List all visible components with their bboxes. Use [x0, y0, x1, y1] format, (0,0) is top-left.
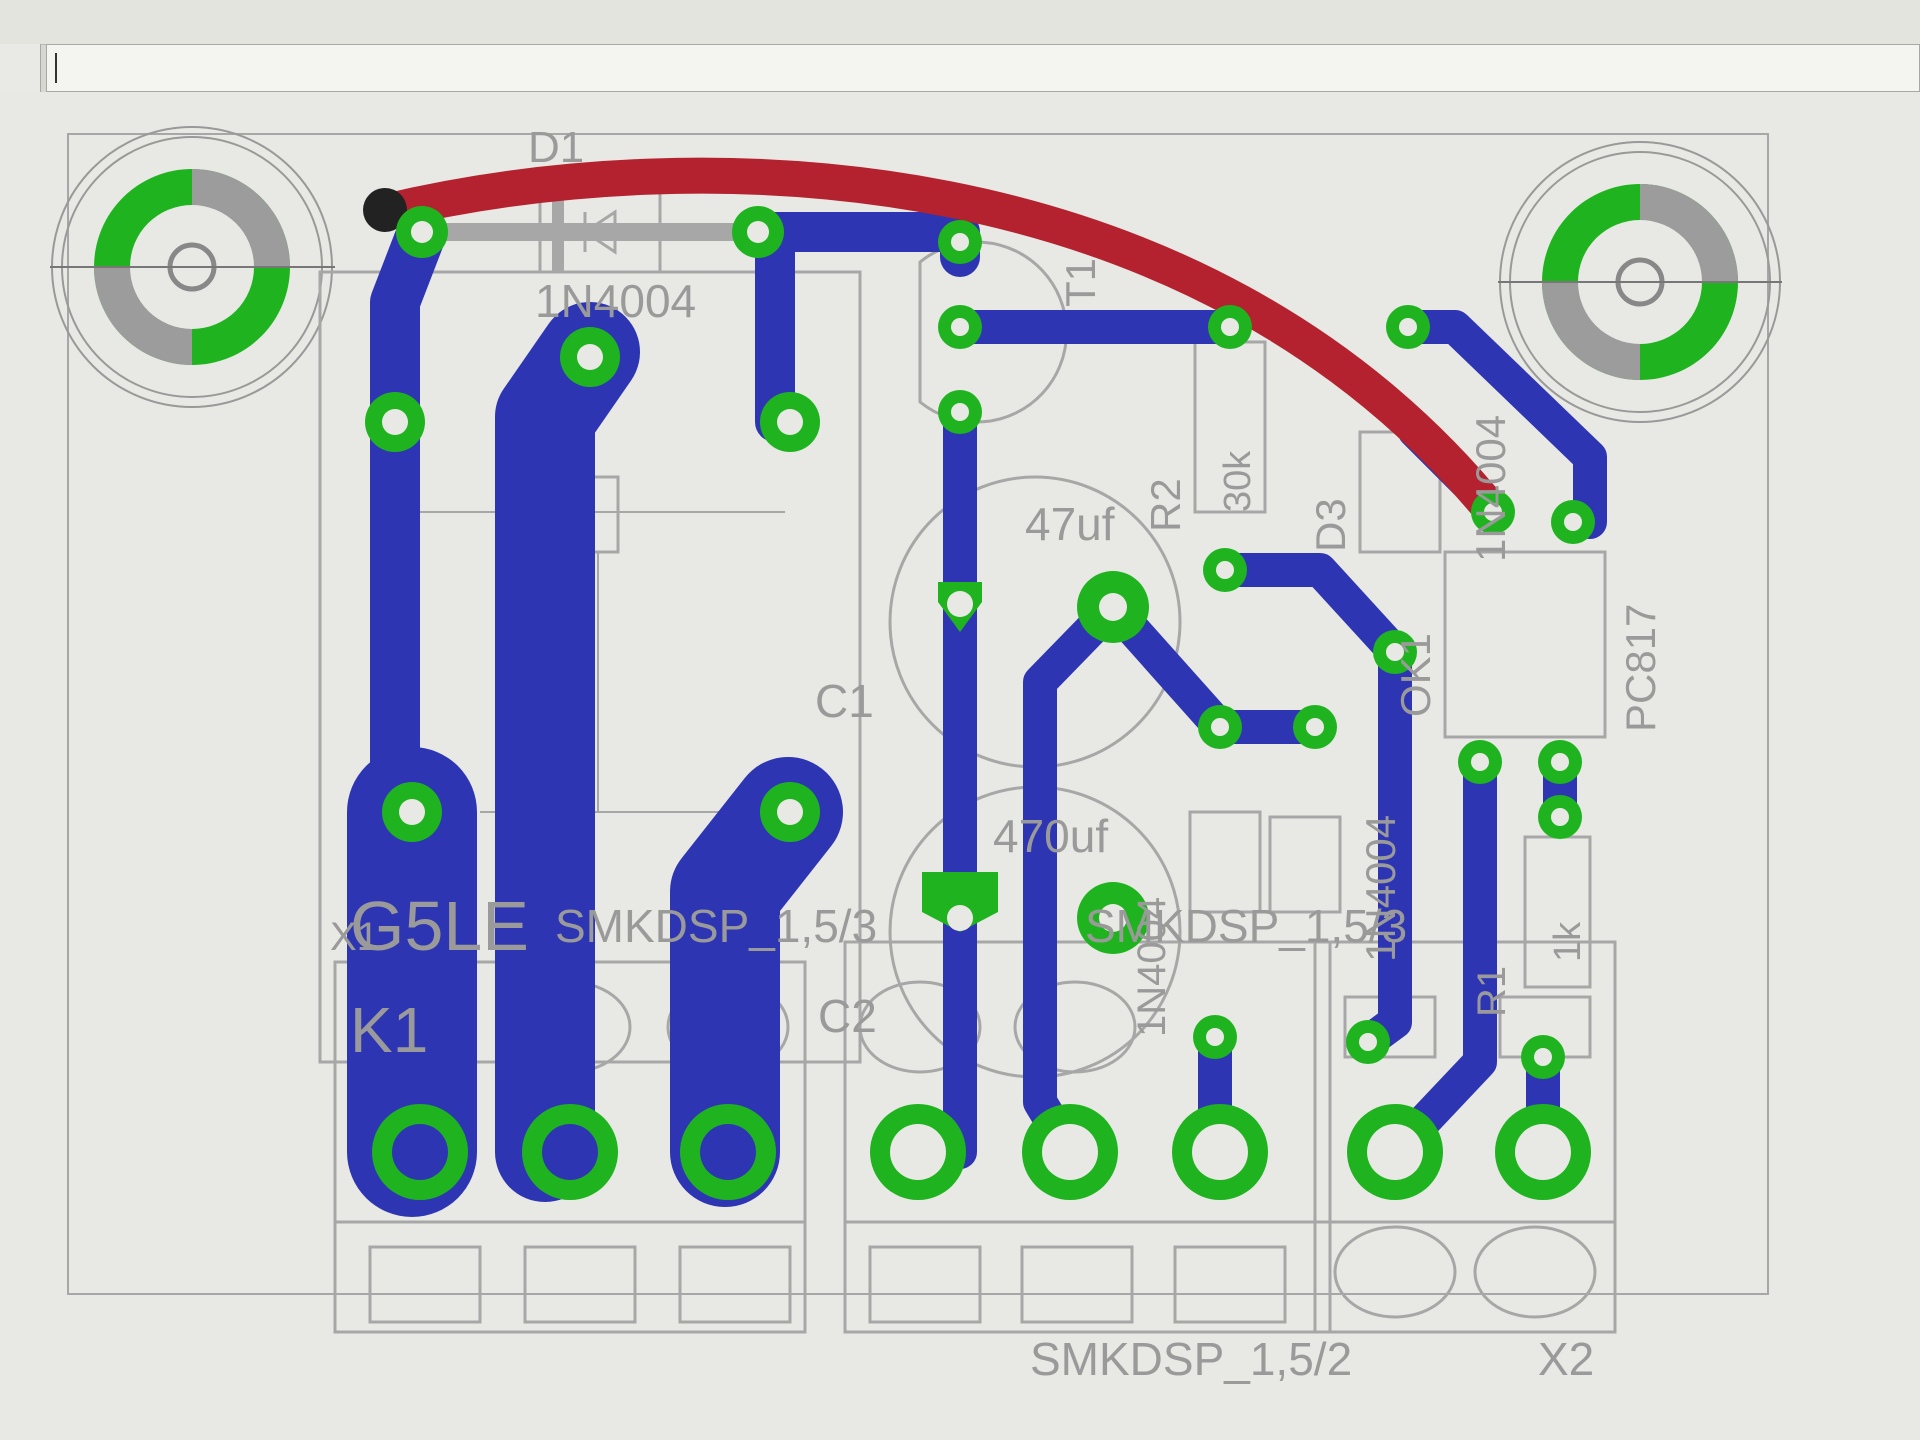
label-c2: C2	[818, 990, 877, 1042]
label-x1: X1	[330, 915, 379, 959]
board-outline	[67, 133, 1769, 1295]
mounting-hole-right[interactable]	[1498, 141, 1782, 423]
label-r1: R1	[1470, 966, 1514, 1017]
label-x3-bottom: SMKDSP_1,5/2	[1030, 1333, 1352, 1385]
pads[interactable]	[363, 188, 1595, 1200]
label-relay-type: G5LE	[350, 887, 529, 965]
text-caret	[55, 53, 57, 83]
label-r2: R2	[1142, 478, 1189, 532]
d1-symbol	[582, 209, 617, 255]
command-line-input[interactable]	[46, 44, 1920, 92]
command-prompt-marker	[0, 44, 41, 92]
label-r1-value: 1k	[1547, 921, 1589, 962]
label-r2-value: 30k	[1217, 450, 1259, 512]
label-t1: T1	[1057, 258, 1104, 307]
label-x2: X2	[1538, 1333, 1594, 1385]
label-k1: K1	[350, 994, 428, 1066]
label-x3-type-b: SMKDSP_1,5/3	[1085, 900, 1407, 952]
label-d1-value: 1N4004	[535, 275, 696, 327]
board-canvas[interactable]: D1 1N4004 T1 R2 30k 47uf C1 470uf C2 D3 …	[0, 92, 1920, 1440]
label-ok1: OK1	[1392, 633, 1439, 717]
r1-outline	[1523, 835, 1592, 989]
label-x3-type: SMKDSP_1,5/3	[555, 900, 877, 952]
toolbar	[0, 0, 1920, 45]
label-d-mid-value: 1N4004	[1130, 897, 1174, 1037]
ok1-outline	[1443, 550, 1607, 739]
d-mid-outline	[1188, 810, 1262, 914]
mounting-hole-left[interactable]	[50, 126, 335, 408]
d-mid2-outline	[1268, 815, 1342, 914]
label-ok1-value: PC817	[1617, 604, 1664, 732]
label-d3: D3	[1307, 498, 1354, 552]
label-c-small: 47uf	[1025, 498, 1115, 550]
label-d1: D1	[528, 123, 584, 172]
label-c1: C1	[815, 675, 874, 727]
pcb-layout[interactable]: D1 1N4004 T1 R2 30k 47uf C1 470uf C2 D3 …	[0, 92, 1920, 1440]
top-layer-wire	[367, 157, 1511, 530]
label-d-mid2-value: 1N4004	[1357, 815, 1404, 962]
label-c-large: 470uf	[993, 810, 1108, 862]
label-d-right-value: 1N4004	[1467, 415, 1514, 562]
